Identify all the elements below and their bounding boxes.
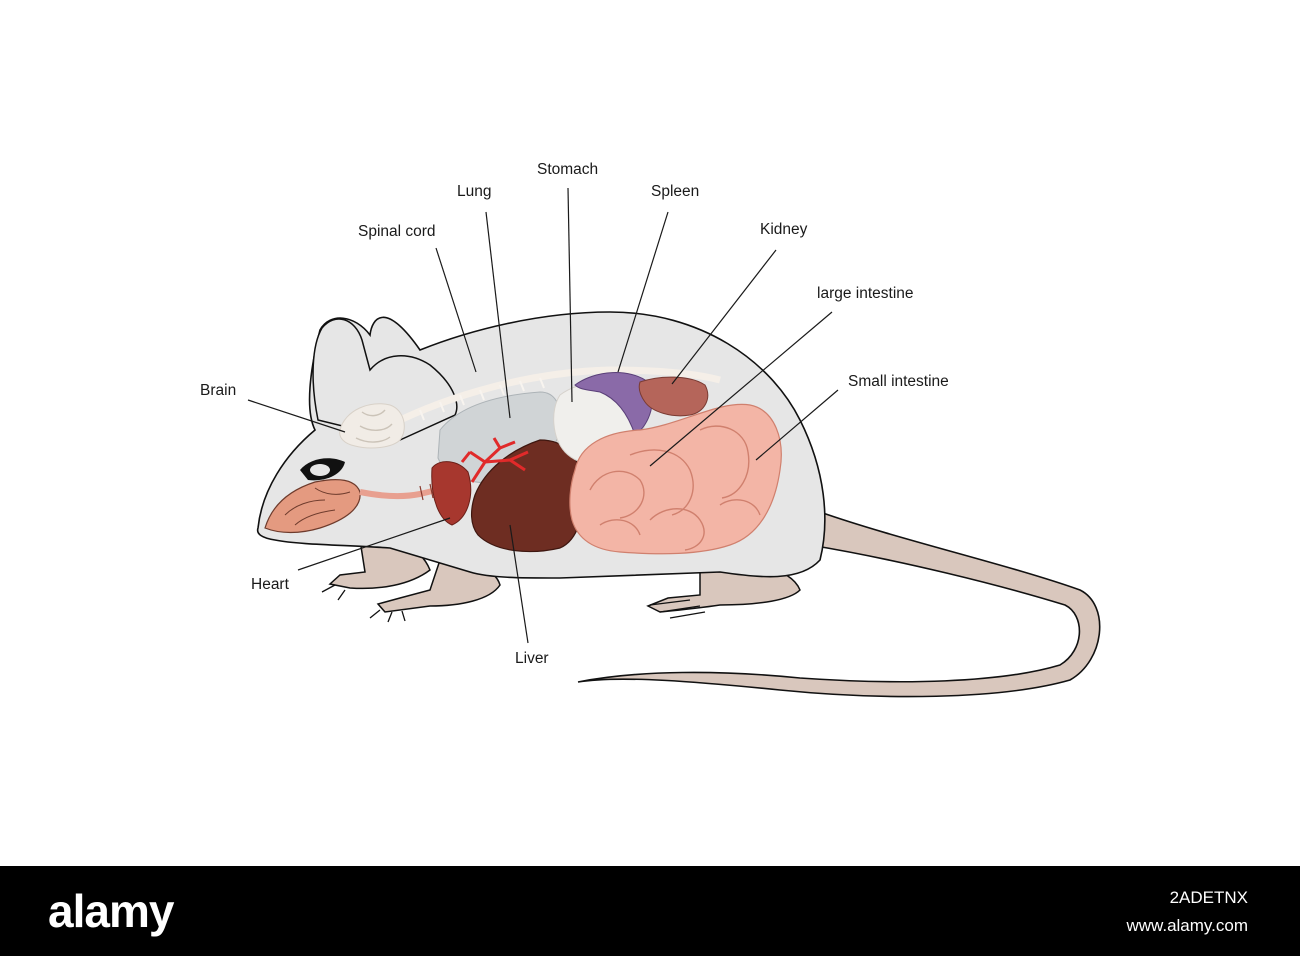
image-id: 2ADETNX <box>1169 888 1248 907</box>
label-large-intestine: large intestine <box>817 285 914 302</box>
leader-small-intestine <box>755 389 839 461</box>
footer-bar: alamy 2ADETNX www.alamy.com <box>0 866 1300 956</box>
intestine-loops <box>589 425 761 551</box>
spinal-ribs <box>419 377 545 421</box>
footer-url: www.alamy.com <box>1126 916 1248 935</box>
front-claws <box>321 584 406 623</box>
label-liver: Liver <box>515 650 549 667</box>
intestines <box>569 403 782 555</box>
leader-heart <box>297 517 451 571</box>
alamy-logo: alamy <box>48 885 174 937</box>
tail <box>577 510 1101 698</box>
leader-spinal-cord <box>435 247 477 373</box>
leader-liver <box>509 524 529 644</box>
label-spinal-cord: Spinal cord <box>358 223 436 240</box>
leader-lung <box>485 211 511 419</box>
bronchi <box>460 437 529 483</box>
eye-highlight <box>310 464 330 476</box>
kidney <box>638 376 709 417</box>
leader-brain <box>247 399 346 433</box>
mouse-anatomy-diagram: Brain Spinal cord Lung Stomach Spleen Ki… <box>200 161 1101 698</box>
hind-foot <box>649 599 706 619</box>
leader-kidney <box>671 249 777 385</box>
leader-spleen <box>617 211 669 373</box>
leader-stomach <box>567 187 573 403</box>
trachea <box>359 479 471 500</box>
label-heart: Heart <box>251 576 290 593</box>
brain-folds <box>355 409 393 443</box>
heart <box>431 461 472 526</box>
leader-large-intestine <box>649 311 833 467</box>
brain <box>339 403 405 449</box>
label-stomach: Stomach <box>537 161 598 178</box>
leader-lines <box>247 187 839 644</box>
label-small-intestine: Small intestine <box>848 373 949 390</box>
label-kidney: Kidney <box>760 221 808 238</box>
label-spleen: Spleen <box>651 183 699 200</box>
label-lung: Lung <box>457 183 491 200</box>
nasal-cavity <box>264 479 361 534</box>
nasal-folds <box>284 487 351 526</box>
label-brain: Brain <box>200 382 236 399</box>
